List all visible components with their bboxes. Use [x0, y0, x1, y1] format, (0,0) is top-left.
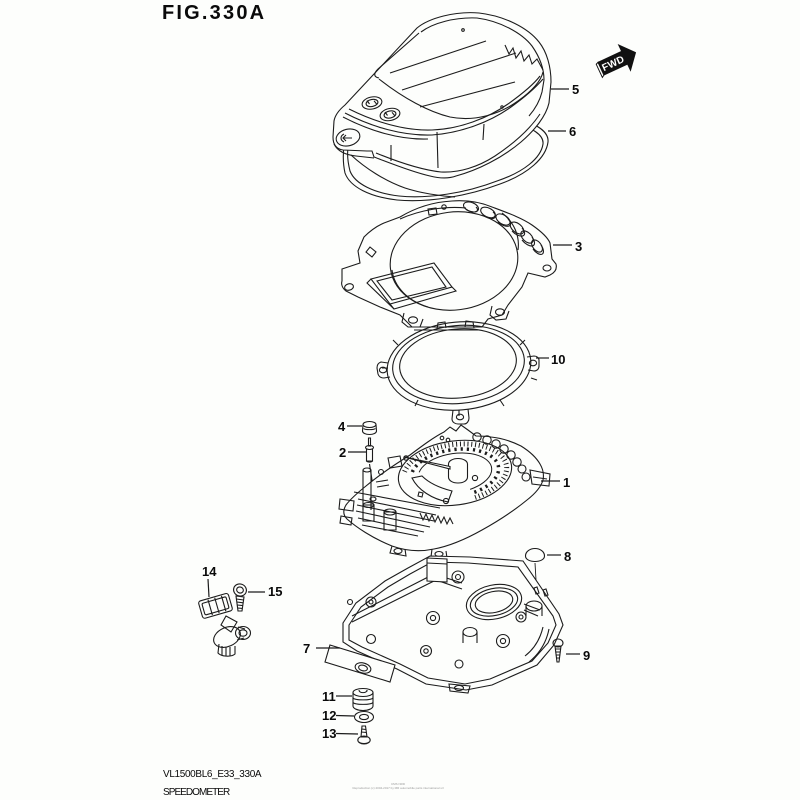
- svg-text:Reproduction (c) 2004-2017 by: Reproduction (c) 2004-2017 by MR automob…: [352, 786, 443, 790]
- svg-text:FIG.330A: FIG.330A: [162, 2, 266, 24]
- svg-text:3: 3: [575, 239, 582, 254]
- svg-text:SPEEDOMETER: SPEEDOMETER: [163, 787, 230, 798]
- svg-text:VL1500BL6_E33_330A: VL1500BL6_E33_330A: [163, 769, 262, 780]
- svg-text:14: 14: [202, 564, 217, 579]
- svg-text:7: 7: [303, 641, 310, 656]
- svg-text:CMS NRD: CMS NRD: [391, 782, 406, 786]
- svg-text:12: 12: [322, 708, 336, 723]
- svg-text:13: 13: [322, 726, 336, 741]
- svg-text:9: 9: [583, 648, 590, 663]
- svg-text:6: 6: [569, 124, 576, 139]
- svg-text:1: 1: [563, 475, 570, 490]
- svg-text:11: 11: [322, 689, 336, 704]
- svg-text:10: 10: [551, 352, 565, 367]
- svg-text:15: 15: [268, 584, 282, 599]
- svg-text:5: 5: [572, 82, 579, 97]
- svg-text:2: 2: [339, 445, 346, 460]
- svg-text:8: 8: [564, 549, 571, 564]
- svg-text:4: 4: [338, 419, 346, 434]
